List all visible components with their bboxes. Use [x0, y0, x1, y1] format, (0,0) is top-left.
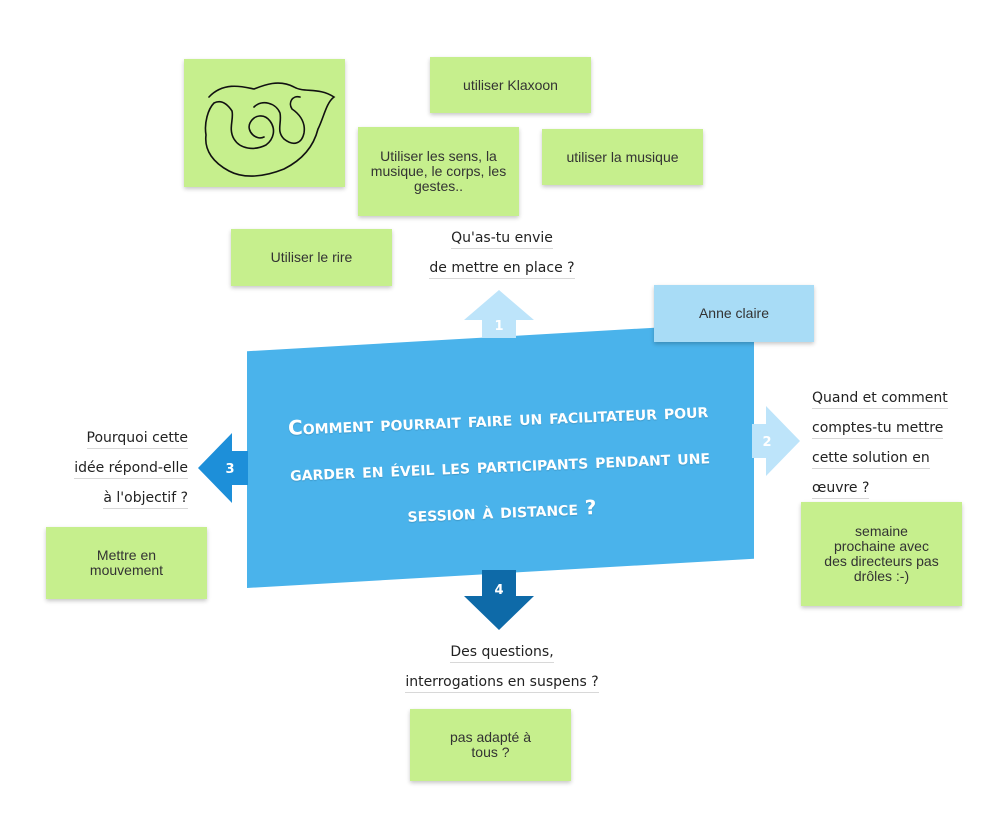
prompt-step-4: Des questions, interrogations en suspens… [372, 642, 632, 702]
prompt-3-line-2: idée répond-elle [74, 458, 188, 479]
step1-number: 1 [494, 319, 503, 334]
sticky-note-doodle[interactable] [184, 59, 345, 187]
prompt-step-3: Pourquoi cette idée répond-elle à l'obje… [30, 428, 188, 518]
sticky-note-mouvement[interactable]: Mettre en mouvement [46, 527, 207, 599]
arrow-up-1-icon: 1 [464, 290, 534, 338]
prompt-2-line-1: Quand et comment [812, 388, 948, 409]
sticky-note-anne-claire[interactable]: Anne claire [654, 285, 814, 342]
prompt-2-line-2: comptes-tu mettre [812, 418, 944, 439]
prompt-1-line-1: Qu'as-tu envie [451, 228, 553, 249]
sticky-note-rire[interactable]: Utiliser le rire [231, 229, 392, 286]
sticky-note-semaine[interactable]: semaine prochaine avec des directeurs pa… [801, 502, 962, 606]
step4-number: 4 [494, 583, 503, 598]
prompt-2-line-4: œuvre ? [812, 478, 870, 499]
central-question: Comment pourrait faire un facilitateur p… [287, 398, 711, 527]
step3-number: 3 [225, 462, 234, 477]
arrow-left-3-icon: 3 [198, 433, 248, 503]
prompt-3-line-1: Pourquoi cette [86, 428, 188, 449]
step2-number: 2 [762, 435, 771, 450]
prompt-1-line-2: de mettre en place ? [429, 258, 575, 279]
prompt-3-line-3: à l'objectif ? [103, 488, 188, 509]
sticky-note-musique[interactable]: utiliser la musique [542, 129, 703, 185]
arrow-down-4-icon: 4 [464, 570, 534, 630]
prompt-step-1: Qu'as-tu envie de mettre en place ? [412, 228, 592, 288]
prompt-step-2: Quand et comment comptes-tu mettre cette… [812, 388, 972, 508]
arrow-right-2-icon: 2 [752, 406, 800, 476]
sticky-note-klaxoon[interactable]: utiliser Klaxoon [430, 57, 591, 113]
prompt-4-line-1: Des questions, [450, 642, 554, 663]
central-question-banner [247, 322, 754, 588]
prompt-2-line-3: cette solution en [812, 448, 930, 469]
sticky-note-sens[interactable]: Utiliser les sens, la musique, le corps,… [358, 127, 519, 216]
sticky-note-adapte[interactable]: pas adapté à tous ? [410, 709, 571, 781]
doodle-drawing-icon [204, 82, 336, 177]
prompt-4-line-2: interrogations en suspens ? [405, 672, 599, 693]
